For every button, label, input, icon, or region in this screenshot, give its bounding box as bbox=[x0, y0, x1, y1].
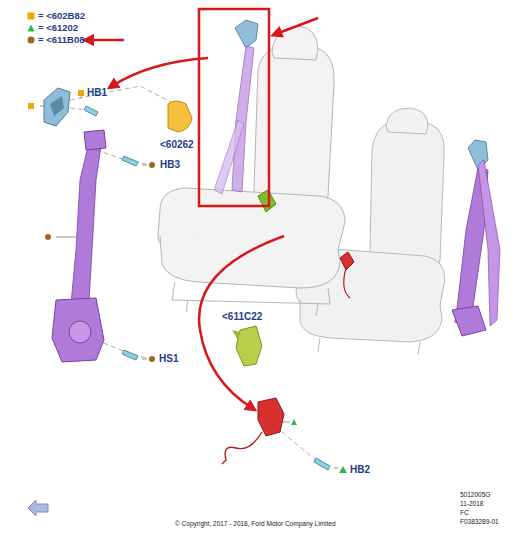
legend-swatch-triangle bbox=[28, 24, 35, 31]
drawing-code: FC bbox=[460, 510, 469, 517]
exploded-belt-assembly bbox=[28, 86, 192, 362]
legend-entry: = <611B08 bbox=[27, 35, 85, 45]
part-code: HB1 bbox=[87, 88, 107, 98]
driver-seat-belt bbox=[214, 20, 276, 212]
highlight-frame bbox=[199, 9, 269, 206]
legend-text: = <611B08 bbox=[38, 35, 85, 45]
copyright-note: © Copyright, 2017 - 2018, Ford Motor Com… bbox=[175, 521, 336, 528]
legend-swatch bbox=[27, 12, 35, 20]
part-code: <611C22 bbox=[222, 312, 262, 322]
drawing-date: 11-2018 bbox=[460, 501, 483, 508]
part-code: <60262 bbox=[160, 140, 194, 150]
legend-swatch bbox=[27, 36, 35, 44]
passenger-seat-belt bbox=[340, 140, 500, 336]
driver-seat bbox=[158, 26, 345, 316]
buckle-parts bbox=[222, 326, 347, 473]
part-code: HB3 bbox=[160, 160, 180, 170]
callout-arrows bbox=[88, 18, 318, 408]
legend-entry: = <602B82 bbox=[27, 11, 85, 21]
legend-text: = <61202 bbox=[38, 23, 78, 33]
legend-swatch-circle bbox=[28, 36, 35, 43]
legend-entry: = <61202 bbox=[27, 23, 78, 33]
part-code: HB2 bbox=[350, 465, 370, 475]
legend-swatch bbox=[27, 24, 35, 32]
legend-text: = <602B82 bbox=[38, 11, 85, 21]
drawing-number: 5012005G bbox=[460, 492, 490, 499]
drawing-number: F0383289-01 bbox=[460, 519, 499, 526]
part-code: HS1 bbox=[159, 354, 178, 364]
legend-swatch-square bbox=[28, 12, 35, 19]
view-direction-arrow bbox=[28, 500, 48, 516]
